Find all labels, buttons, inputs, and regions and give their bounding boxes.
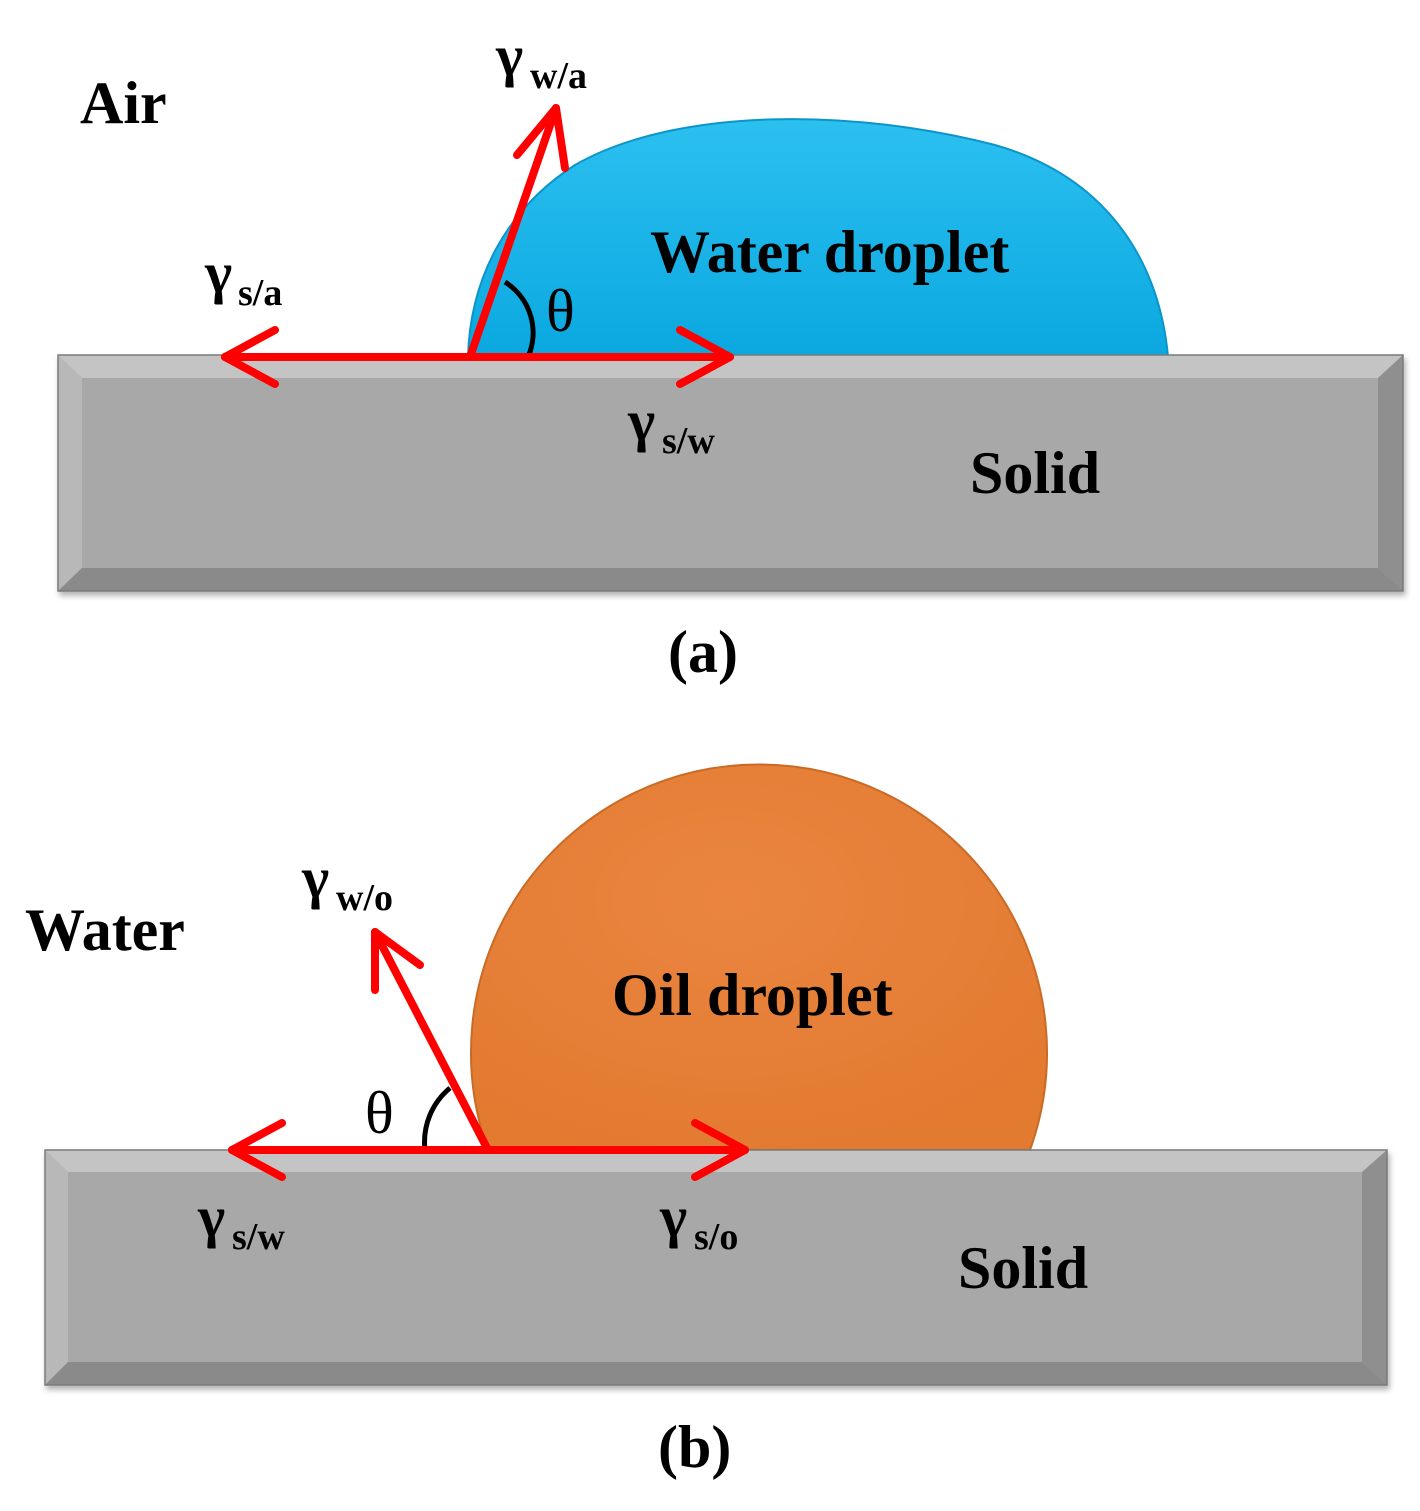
- medium-label-water: Water: [25, 897, 185, 963]
- caption-b: (b): [658, 1414, 731, 1480]
- solid-label-b: Solid: [958, 1235, 1088, 1301]
- water-droplet-shape: [466, 118, 1170, 358]
- medium-label-air: Air: [80, 70, 167, 136]
- angle-arc-a: [503, 279, 536, 359]
- tension-label-s-w-b: γ s/w: [197, 1184, 285, 1258]
- tension-label-w-o: γ w/o: [301, 845, 393, 919]
- svg-text:s/o: s/o: [694, 1216, 738, 1258]
- svg-text:γ: γ: [301, 845, 329, 910]
- solid-block-b: [44, 1149, 1388, 1386]
- panel-a: Air Water droplet Solid (a) θ γ w/a γ s/…: [57, 23, 1404, 685]
- svg-text:w/a: w/a: [530, 55, 587, 97]
- panel-b: Water Oil droplet Solid (b) θ γ w/o γ s/…: [25, 763, 1388, 1480]
- svg-text:γ: γ: [197, 1184, 225, 1249]
- tension-label-s-w-a: γ s/w: [627, 388, 715, 462]
- tension-label-s-o: γ s/o: [659, 1184, 738, 1258]
- angle-arc-b: [422, 1086, 452, 1151]
- tension-arrows-a: [221, 104, 734, 388]
- svg-text:s/w: s/w: [662, 420, 715, 462]
- arrowhead-w-o: [371, 928, 424, 994]
- angle-label-a: θ: [546, 278, 575, 344]
- svg-text:γ: γ: [627, 388, 655, 453]
- arrowhead-s-o: [691, 1119, 749, 1181]
- svg-text:s/a: s/a: [238, 272, 282, 314]
- droplet-label-water: Water droplet: [650, 219, 1009, 285]
- arrowhead-s-w-b: [228, 1119, 286, 1181]
- svg-text:γ: γ: [659, 1184, 687, 1249]
- svg-text:s/w: s/w: [232, 1216, 285, 1258]
- arrowhead-s-w-a: [676, 326, 734, 388]
- solid-block-a: [57, 354, 1404, 592]
- caption-a: (a): [668, 619, 738, 685]
- arrow-w-o: [371, 928, 492, 1154]
- svg-text:w/o: w/o: [336, 877, 393, 919]
- svg-text:γ: γ: [204, 240, 232, 305]
- arrowhead-s-a: [221, 326, 279, 388]
- tension-arrows-b: [228, 928, 749, 1181]
- arrowhead-w-a: [513, 104, 569, 172]
- oil-droplet-shape: [470, 763, 1048, 1151]
- arrow-w-a: [466, 104, 560, 361]
- tension-label-w-a: γ w/a: [495, 23, 587, 97]
- tension-label-s-a: γ s/a: [204, 240, 282, 314]
- solid-label-a: Solid: [970, 440, 1100, 506]
- angle-label-b: θ: [365, 1080, 394, 1146]
- svg-text:γ: γ: [495, 23, 523, 88]
- droplet-label-oil: Oil droplet: [612, 962, 893, 1028]
